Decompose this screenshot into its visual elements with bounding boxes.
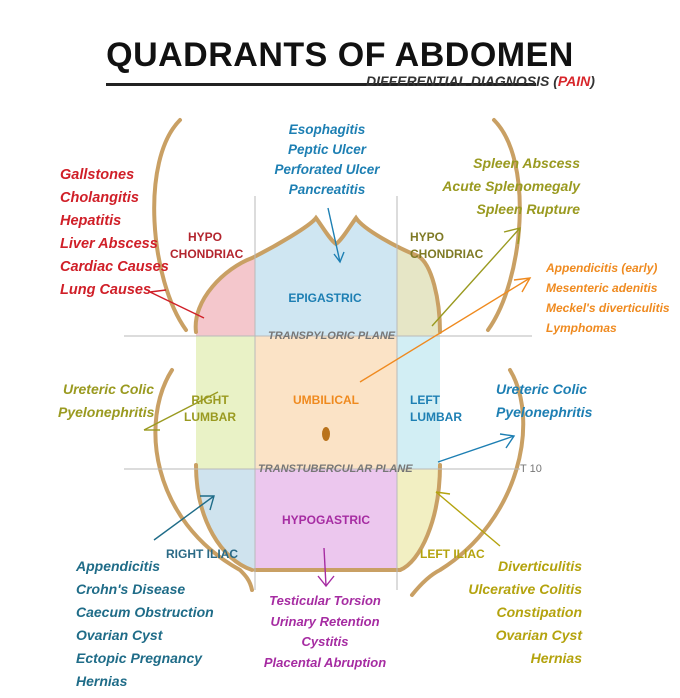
condition-item: Pyelonephritis [496,404,593,420]
region-label-epigastric: EPIGASTRIC [288,291,362,305]
transpyloric-plane-label: TRANSPYLORIC PLANE [268,330,396,342]
condition-item: Constipation [496,604,582,620]
condition-item: Mesenteric adenitis [546,281,658,295]
region-label-umbilical: UMBILICAL [293,393,359,407]
condition-item: Ovarian Cyst [76,627,163,643]
t10-label: T 10 [520,463,542,475]
region-label-hypogastric: HYPOGASTRIC [281,513,370,527]
condition-item: Ureteric Colic [496,381,588,397]
condition-item: Hernias [530,650,582,666]
region-grid [124,196,532,590]
condition-item: Ulcerative Colitis [468,581,582,597]
conditions-right-lumbar: Ureteric Colic Pyelonephritis [58,378,154,424]
condition-item: Pyelonephritis [58,404,155,420]
region-label-right-lumbar: RIGHT LUMBAR [180,392,240,426]
condition-item: Liver Abscess [60,236,158,252]
region-label-left-lumbar: LEFT LUMBAR [410,392,462,426]
condition-item: Appendicitis (early) [546,261,658,275]
region-label-right-iliac: RIGHT ILIAC [166,547,238,561]
conditions-epigastric: Esophagitis Peptic Ulcer Perforated Ulce… [262,120,392,200]
page-title: QUADRANTS OF ABDOMEN [106,36,574,74]
condition-item: Perforated Ulcer [274,162,380,177]
conditions-hypogastric: Testicular Torsion Urinary Retention Cys… [252,591,398,673]
region-label-line: LUMBAR [184,410,236,424]
region-label-line: HYPO [187,230,222,244]
condition-item: Lymphomas [546,321,617,335]
title-underline [106,83,536,86]
condition-item: Urinary Retention [270,613,380,629]
conditions-right-hypochondriac: Gallstones Cholangitis Hepatitis Liver A… [60,164,169,302]
region-fills [195,218,440,570]
condition-item: Cholangitis [60,190,139,206]
condition-item: Ovarian Cyst [495,627,582,643]
region-label-line: HYPO [410,230,445,244]
transtubercular-plane-label: TRANSTUBERCULAR PLANE [258,463,413,475]
condition-item: Lung Causes [60,282,152,298]
region-label-right-hypochondriac: HYPO CHONDRIAC [170,229,244,263]
condition-item: Cystitis [301,634,349,649]
condition-item: Cardiac Causes [60,259,169,275]
region-label-line: RIGHT [191,393,229,407]
hypogastric-fill [255,469,397,570]
condition-item: Ureteric Colic [62,381,154,397]
subtitle-suffix: ) [590,73,595,89]
pointer-arrows [143,207,532,588]
condition-item: Spleen Abscess [473,155,580,171]
condition-item: Gallstones [60,167,135,183]
condition-item: Esophagitis [288,122,366,137]
left-lumbar-fill [397,336,440,469]
condition-item: Pancreatitis [288,182,366,197]
conditions-left-lumbar: Ureteric Colic Pyelonephritis [496,378,592,424]
region-label-left-iliac: LEFT ILIAC [420,547,485,561]
right-lumbar-fill [195,336,255,469]
condition-item: Caecum Obstruction [76,604,214,620]
region-label-line: LEFT [410,393,440,407]
condition-item: Spleen Rupture [476,201,580,217]
right-hypochondriac-fill [195,218,255,336]
region-label-line: CHONDRIAC [170,247,244,261]
condition-item: Meckel's diverticulitis [546,301,670,315]
navel [322,427,330,441]
condition-item: Diverticulitis [497,558,582,574]
subtitle: DIFFERENTIAL DIAGNOSIS (PAIN) [366,73,595,89]
umbilical-fill [255,336,397,469]
epigastric-fill [255,218,397,336]
condition-item: Peptic Ulcer [287,142,367,157]
conditions-umbilical: Appendicitis (early) Mesenteric adenitis… [546,258,670,338]
conditions-right-iliac: Appendicitis Crohn's Disease Caecum Obst… [76,555,214,693]
condition-item: Hernias [76,673,128,689]
condition-item: Crohn's Disease [76,581,186,597]
region-label-left-hypochondriac: HYPO CHONDRIAC [410,229,483,263]
condition-item: Testicular Torsion [269,593,381,608]
condition-item: Placental Abruption [263,654,387,670]
region-label-line: LUMBAR [410,410,462,424]
subtitle-highlight: PAIN [557,73,591,89]
conditions-left-hypochondriac: Spleen Abscess Acute Splenomegaly Spleen… [440,152,580,221]
condition-item: Ectopic Pregnancy [76,650,203,666]
conditions-left-iliac: Diverticulitis Ulcerative Colitis Consti… [450,555,582,670]
condition-item: Appendicitis [76,558,161,574]
region-label-line: CHONDRIAC [410,247,484,261]
subtitle-prefix: DIFFERENTIAL DIAGNOSIS ( [366,73,558,89]
condition-item: Acute Splenomegaly [442,178,580,194]
condition-item: Hepatitis [60,213,122,229]
